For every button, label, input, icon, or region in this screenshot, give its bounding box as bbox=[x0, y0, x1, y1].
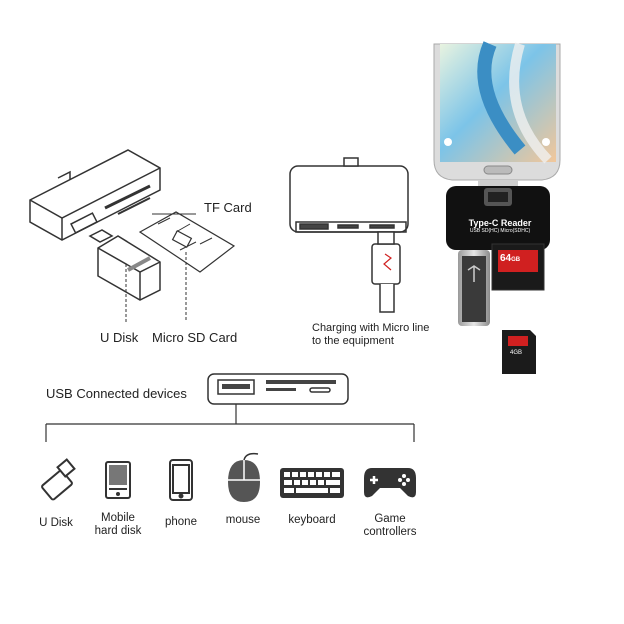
phone-icon bbox=[169, 459, 193, 501]
sd-capacity-value: 64 bbox=[500, 253, 512, 264]
tf-card-label: TF Card bbox=[204, 200, 252, 215]
charging-label-line1: Charging with Micro line bbox=[312, 322, 430, 334]
device-label-phone: phone bbox=[141, 516, 221, 529]
micro-sd-card-label: Micro SD Card bbox=[152, 330, 238, 345]
usb-stick-sketch bbox=[88, 229, 161, 301]
device-label-mouse: mouse bbox=[203, 514, 283, 527]
device-label-line: mouse bbox=[225, 514, 261, 526]
microsd-capacity: 4GB bbox=[510, 350, 523, 356]
usb-adapter-front bbox=[207, 373, 349, 405]
hard-disk-icon bbox=[105, 461, 131, 499]
device-label-line: hard disk bbox=[94, 525, 142, 537]
device-label-line: controllers bbox=[363, 526, 417, 538]
device-label-line: Mobile bbox=[101, 512, 135, 524]
reader-subtitle: USB SD(HC) Micro(SDHC) bbox=[469, 228, 531, 234]
device-label-line: phone bbox=[165, 516, 197, 528]
usb-drive-icon bbox=[41, 458, 76, 501]
device-label-keyboard: keyboard bbox=[272, 514, 352, 527]
reader-title: Type-C Reader bbox=[468, 218, 532, 228]
keyboard-icon bbox=[280, 468, 344, 498]
gamepad-icon bbox=[364, 468, 416, 498]
device-tree-lines bbox=[45, 404, 415, 442]
u-disk-label: U Disk bbox=[100, 330, 139, 345]
device-label-line: U Disk bbox=[39, 517, 73, 529]
sd-card-capacity: 64GB bbox=[500, 253, 520, 264]
usb-connected-devices-label: USB Connected devices bbox=[46, 386, 187, 401]
micro-sd-card-photo bbox=[502, 330, 536, 374]
adapter-sketch bbox=[289, 157, 409, 233]
phone-photo bbox=[433, 41, 561, 186]
sd-card-sketch bbox=[138, 211, 236, 273]
reader-text: Type-C Reader USB SD(HC) Micro(SDHC) bbox=[460, 218, 540, 234]
mouse-icon bbox=[228, 452, 260, 502]
card-reader-sketch bbox=[29, 149, 161, 241]
pointer-lines bbox=[125, 213, 196, 322]
device-label-line: keyboard bbox=[288, 514, 336, 526]
micro-usb-cable bbox=[371, 231, 401, 313]
type-c-reader-photo bbox=[446, 186, 550, 326]
charging-label-line2: to the equipment bbox=[312, 335, 394, 347]
device-label-line: Game bbox=[374, 513, 406, 525]
sd-capacity-unit: GB bbox=[511, 257, 521, 263]
device-label-u-disk: U Disk bbox=[16, 517, 96, 530]
